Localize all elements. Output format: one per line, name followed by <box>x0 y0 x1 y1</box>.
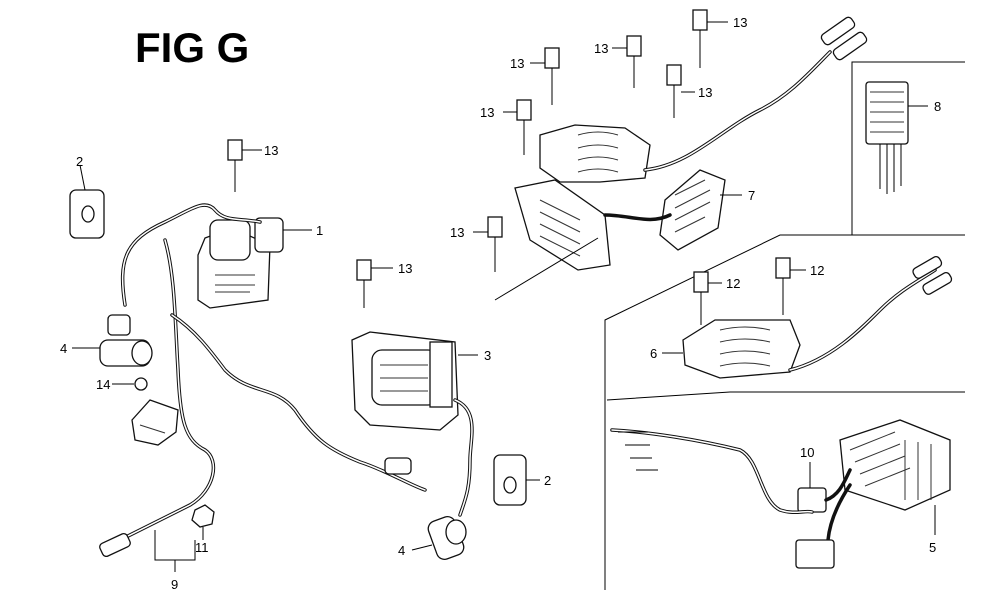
charge-coil-6 <box>662 255 953 379</box>
bolt-12-a <box>693 271 722 325</box>
callout-5: 5 <box>929 540 936 555</box>
callout-13-e: 13 <box>698 85 712 100</box>
callout-13-c: 13 <box>594 41 608 56</box>
bolt-13-g <box>473 216 503 272</box>
bolt-13-h <box>356 259 393 308</box>
bolt-13-c <box>612 35 642 88</box>
connector-10 <box>610 428 852 515</box>
callout-10: 10 <box>800 445 814 460</box>
callout-13-a: 13 <box>264 143 278 158</box>
callout-13-d: 13 <box>733 15 747 30</box>
callout-4-b: 4 <box>398 543 405 558</box>
callout-3: 3 <box>484 348 491 363</box>
ignition-module-3 <box>351 331 478 517</box>
wiring-harness <box>99 203 427 558</box>
callout-13-g: 13 <box>450 225 464 240</box>
callout-1: 1 <box>316 223 323 238</box>
figure-title: FIG G <box>135 24 249 71</box>
callout-2-a: 2 <box>76 154 83 169</box>
bolt-13-b <box>530 47 560 105</box>
bolt-13-a <box>227 139 262 192</box>
diode-block <box>131 399 179 446</box>
panel-borders <box>604 61 965 590</box>
bolt-12-b <box>775 257 806 315</box>
nut-11 <box>191 504 215 540</box>
callout-9: 9 <box>171 577 178 592</box>
callout-12-b: 12 <box>810 263 824 278</box>
callout-13-f: 13 <box>480 105 494 120</box>
bolt-13-f <box>503 99 532 155</box>
callout-4-a: 4 <box>60 341 67 356</box>
callout-2-b: 2 <box>544 473 551 488</box>
callout-6: 6 <box>650 346 657 361</box>
switch-4-a <box>72 314 153 367</box>
callout-13-b: 13 <box>510 56 524 71</box>
charge-coil-7 <box>494 16 868 301</box>
switch-4-b <box>411 516 467 560</box>
bracket-9 <box>154 530 196 572</box>
callout-7: 7 <box>748 188 755 203</box>
bolt-13-e <box>666 64 695 118</box>
grommet-2-a <box>69 164 105 239</box>
regulator-8 <box>865 81 928 194</box>
callout-12-a: 12 <box>726 276 740 291</box>
callout-13-h: 13 <box>398 261 412 276</box>
ignition-coil-1 <box>197 217 312 309</box>
bolt-13-d <box>692 9 728 68</box>
callout-14: 14 <box>96 377 110 392</box>
grommet-2-b <box>493 454 540 506</box>
regulator-5 <box>795 419 951 569</box>
screw-14 <box>112 377 148 391</box>
callout-8: 8 <box>934 99 941 114</box>
callout-11: 11 <box>195 540 209 555</box>
